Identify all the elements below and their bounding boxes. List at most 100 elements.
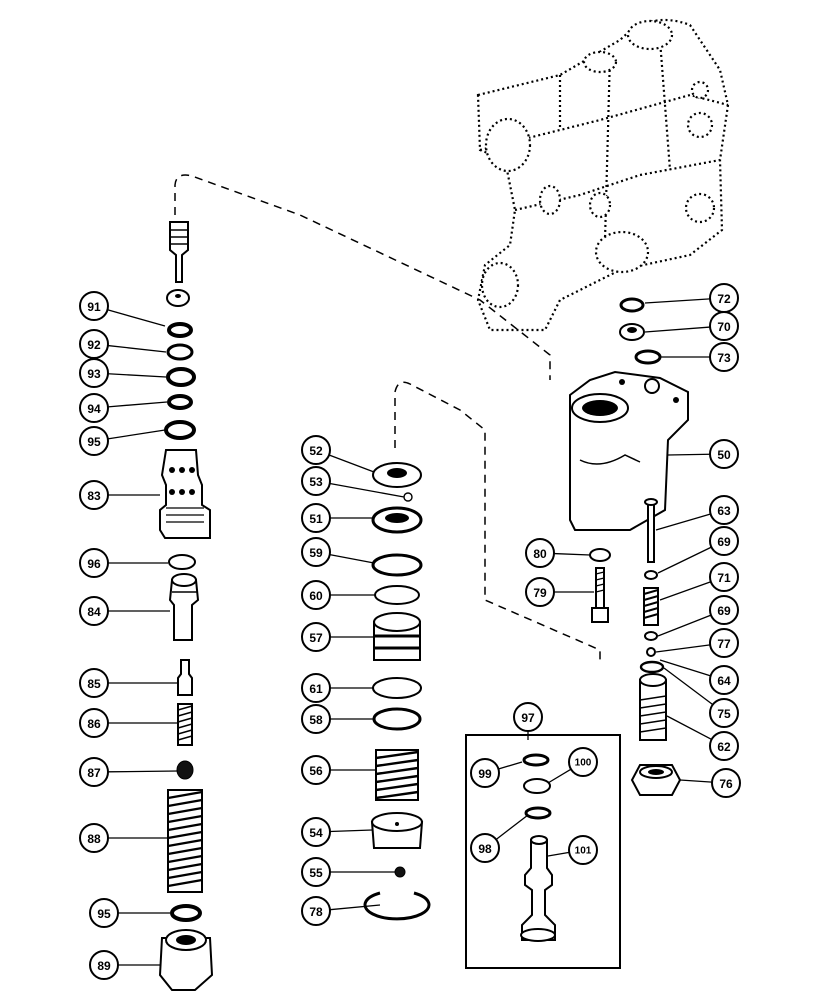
callout-98: 98 <box>470 833 500 863</box>
callout-94: 94 <box>79 393 109 423</box>
callout-number: 92 <box>87 338 101 352</box>
leader-line-95 <box>107 429 166 440</box>
callout-number: 95 <box>87 435 101 449</box>
leader-line-94 <box>107 401 168 408</box>
callout-62: 62 <box>709 731 739 761</box>
callout-number: 83 <box>87 489 101 503</box>
callout-number: 73 <box>717 351 731 365</box>
callout-99: 99 <box>470 758 500 788</box>
leader-line-70 <box>644 326 711 333</box>
leader-line-63 <box>655 513 711 531</box>
callout-87: 87 <box>79 757 109 787</box>
callout-number: 76 <box>719 777 733 791</box>
callout-number: 84 <box>87 605 101 619</box>
callout-number: 75 <box>717 707 731 721</box>
callout-number: 71 <box>717 571 731 585</box>
callout-number: 96 <box>87 557 101 571</box>
callout-64: 64 <box>709 665 739 695</box>
callout-number: 77 <box>717 637 731 651</box>
leader-line-100 <box>547 768 572 784</box>
callout-number: 58 <box>309 713 323 727</box>
leader-line-59 <box>329 553 375 564</box>
leader-line-69 <box>657 614 712 637</box>
callout-number: 99 <box>478 767 492 781</box>
leader-line-53 <box>329 482 405 498</box>
leader-line-101 <box>547 851 570 857</box>
callout-53: 53 <box>301 466 331 496</box>
callout-number: 53 <box>309 475 323 489</box>
leader-line-62 <box>666 715 712 741</box>
left-assembly-parts <box>158 221 214 991</box>
callout-number: 97 <box>521 711 535 725</box>
callout-79: 79 <box>525 577 555 607</box>
callout-72: 72 <box>709 283 739 313</box>
callout-number: 50 <box>717 448 731 462</box>
callout-60: 60 <box>301 580 331 610</box>
callout-number: 100 <box>575 758 592 769</box>
callout-number: 86 <box>87 717 101 731</box>
callout-number: 101 <box>575 846 592 857</box>
callout-84: 84 <box>79 596 109 626</box>
leader-line-54 <box>329 829 373 833</box>
callout-number: 57 <box>309 631 323 645</box>
callout-101: 101 <box>568 835 598 865</box>
leader-line-50 <box>667 453 711 456</box>
callout-number: 91 <box>87 300 101 314</box>
callout-93: 93 <box>79 358 109 388</box>
callout-number: 79 <box>533 586 547 600</box>
callout-number: 55 <box>309 866 323 880</box>
callout-labels: 9192939495839684858687889589525351596057… <box>79 283 741 980</box>
leader-line-93 <box>107 373 167 378</box>
leader-line-98 <box>495 814 529 840</box>
callout-number: 62 <box>717 740 731 754</box>
callout-number: 51 <box>309 512 323 526</box>
kit-box <box>465 734 621 969</box>
callout-number: 70 <box>717 320 731 334</box>
callout-number: 78 <box>309 905 323 919</box>
leader-line-52 <box>328 454 375 473</box>
callout-number: 60 <box>309 589 323 603</box>
callout-86: 86 <box>79 708 109 738</box>
callout-number: 93 <box>87 367 101 381</box>
callout-number: 59 <box>309 546 323 560</box>
callout-57: 57 <box>301 622 331 652</box>
leader-line-77 <box>655 644 711 653</box>
callout-number: 88 <box>87 832 101 846</box>
callout-58: 58 <box>301 704 331 734</box>
callout-77: 77 <box>709 628 739 658</box>
callout-95: 95 <box>79 426 109 456</box>
callout-100: 100 <box>568 747 598 777</box>
leader-line-72 <box>644 298 711 304</box>
callout-80: 80 <box>525 538 555 568</box>
callout-96: 96 <box>79 548 109 578</box>
leader-lines <box>107 298 714 966</box>
callout-number: 98 <box>478 842 492 856</box>
callout-number: 95 <box>97 907 111 921</box>
leader-line-99 <box>498 761 523 770</box>
callout-number: 52 <box>309 444 323 458</box>
callout-92: 92 <box>79 329 109 359</box>
leader-line-71 <box>659 581 712 601</box>
leader-line-80 <box>553 552 591 556</box>
callout-50: 50 <box>709 439 739 469</box>
callout-number: 69 <box>717 604 731 618</box>
right-assembly-parts <box>569 297 689 796</box>
leader-line-78 <box>329 904 381 911</box>
callout-69: 69 <box>709 526 739 556</box>
leader-line-92 <box>107 344 167 353</box>
callout-78: 78 <box>301 896 331 926</box>
callout-number: 54 <box>309 826 323 840</box>
leader-line-75 <box>663 667 714 706</box>
callout-number: 94 <box>87 402 101 416</box>
callout-91: 91 <box>79 291 109 321</box>
callout-number: 56 <box>309 764 323 778</box>
valve-body-housing <box>476 18 730 332</box>
callout-56: 56 <box>301 755 331 785</box>
callout-55: 55 <box>301 857 331 887</box>
callout-63: 63 <box>709 495 739 525</box>
callout-73: 73 <box>709 342 739 372</box>
callout-75: 75 <box>709 698 739 728</box>
callout-54: 54 <box>301 817 331 847</box>
callout-51: 51 <box>301 503 331 533</box>
